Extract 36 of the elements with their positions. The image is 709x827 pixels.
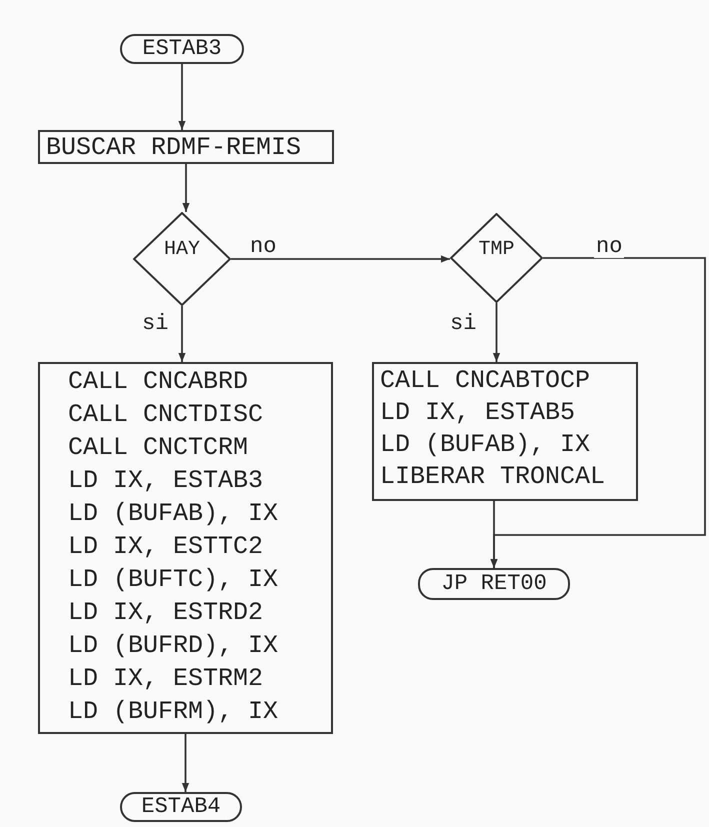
arrow — [182, 734, 190, 792]
process-box — [38, 362, 333, 734]
code-line: LD IX, ESTAB3 — [68, 465, 264, 497]
code-line: CALL CNCABTOCP — [380, 365, 592, 397]
code-line: CALL CNCTCRM — [68, 432, 250, 464]
terminator-label: ESTAB3 — [142, 36, 222, 62]
terminator-box — [120, 34, 244, 64]
code-line: LD IX, ESTRD2 — [68, 597, 264, 629]
code-line: LD (BUFAB), IX — [68, 498, 280, 530]
code-line: BUSCAR RDMF-REMIS — [46, 133, 302, 163]
arrow — [231, 255, 450, 263]
code-line: CALL CNCTDISC — [68, 399, 264, 431]
terminator-box — [120, 792, 242, 822]
terminator-label: JP RET00 — [441, 571, 547, 597]
decision-diamond — [133, 212, 231, 306]
process-box — [38, 130, 334, 164]
terminator-box — [418, 568, 570, 600]
terminator-label: ESTAB4 — [141, 794, 221, 820]
code-line: LD (BUFTC), IX — [68, 564, 280, 596]
arrow — [490, 501, 498, 568]
decision-diamond — [450, 213, 543, 303]
code-line: LIBERAR TRONCAL — [380, 461, 606, 493]
code-line: LD (BUFRD), IX — [68, 630, 280, 662]
code-line: LD IX, ESTRM2 — [68, 663, 264, 695]
arrow — [178, 306, 186, 362]
arrow — [182, 164, 190, 212]
decision-label: TMP — [477, 240, 516, 260]
process-box — [372, 362, 638, 501]
code-line: LD (BUFAB), IX — [380, 429, 592, 461]
code-line: LD IX, ESTTC2 — [68, 531, 264, 563]
arrow — [492, 303, 500, 362]
decision-label: HAY — [162, 240, 201, 260]
code-line: CALL CNCABRD — [68, 366, 250, 398]
arrow — [178, 64, 186, 130]
code-line: LD (BUFRM), IX — [68, 696, 280, 728]
code-line: LD IX, ESTAB5 — [380, 397, 576, 429]
